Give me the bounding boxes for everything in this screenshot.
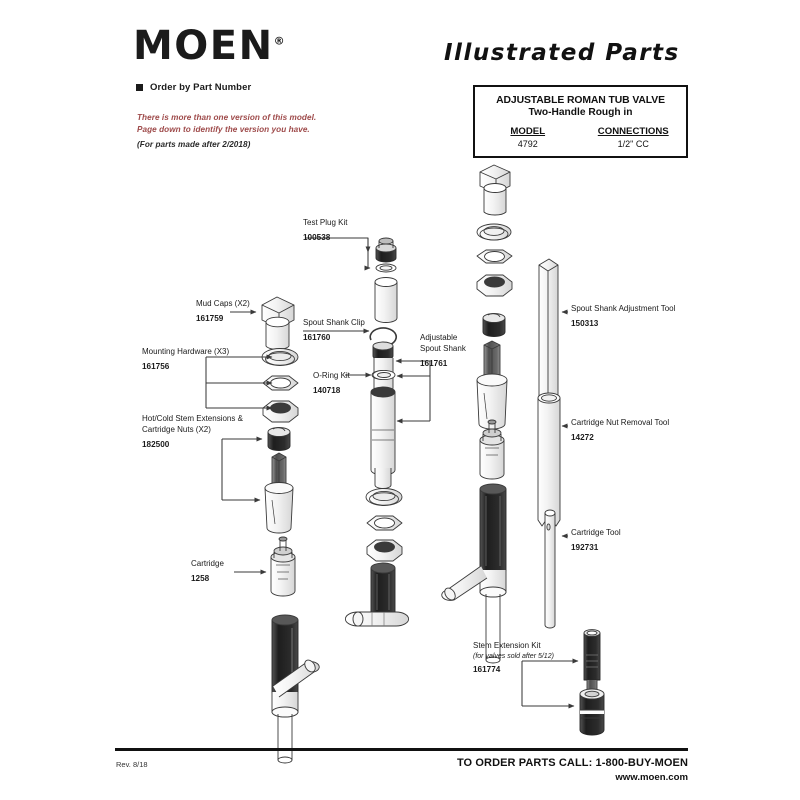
callout-o-ring-kit: O-Ring Kit 140718 — [313, 371, 350, 396]
version-notice-line2: Page down to identify the version you ha… — [137, 124, 310, 134]
callout-cartridge-number: 1258 — [191, 573, 210, 583]
art-spout-shank-adjustment-tool — [538, 258, 559, 409]
callout-stem-extensions-nuts-name: Hot/Cold Stem Extensions & — [142, 414, 243, 423]
callout-o-ring-kit-name: O-Ring Kit — [313, 371, 350, 380]
callout-cartridge-name: Cartridge — [191, 559, 224, 568]
product-name-line2: Two-Handle Rough in — [528, 107, 633, 118]
callout-stem-extension-kit-number: 161774 — [473, 665, 501, 675]
callout-mounting-hardware: Mounting Hardware (X3) 161756 — [142, 347, 229, 372]
footer-divider — [115, 748, 688, 751]
art-stem-extension-kit-parts — [579, 629, 605, 736]
connections-column: CONNECTIONS 1/2" CC — [581, 126, 687, 149]
version-notice-sub: (For parts made after 2/2018) — [137, 140, 251, 149]
moen-logo: MOEN® — [133, 26, 285, 66]
callout-mud-caps-name: Mud Caps (X2) — [196, 299, 250, 308]
callout-spout-shank-adjustment-tool-number: 150313 — [571, 318, 599, 328]
art-stem-extension-and-nut — [264, 427, 294, 534]
model-header: MODEL — [510, 126, 546, 137]
art-valve-body-right — [441, 483, 507, 664]
callout-test-plug-kit-name: Test Plug Kit — [303, 218, 348, 227]
art-mounting-hardware — [261, 348, 299, 423]
callout-mounting-hardware-number: 161756 — [142, 361, 170, 371]
callout-test-plug-kit-number: 100538 — [303, 232, 331, 242]
callout-adjustable-spout-shank: Adjustable Spout Shank 161761 — [420, 333, 466, 369]
art-test-plug-kit — [374, 237, 398, 323]
callout-mounting-hardware-name: Mounting Hardware (X3) — [142, 347, 230, 356]
callout-adjustable-spout-shank-name2: Spout Shank — [420, 343, 466, 353]
order-instruction-label: Order by Part Number — [150, 82, 252, 93]
callout-spout-shank-adjustment-tool: Spout Shank Adjustment Tool 150313 — [571, 304, 675, 329]
callout-stem-extensions-nuts: Hot/Cold Stem Extensions & Cartridge Nut… — [142, 414, 243, 450]
order-phone-label: TO ORDER PARTS CALL: 1-800-BUY-MOEN — [456, 757, 688, 769]
registered-trademark-icon: ® — [273, 34, 285, 48]
callout-stem-extensions-nuts-name2: Cartridge Nuts (X2) — [142, 424, 211, 434]
callout-stem-extension-kit-name: Stem Extension Kit — [473, 641, 541, 650]
callout-cartridge-nut-removal-tool: Cartridge Nut Removal Tool 14272 — [571, 418, 669, 443]
callout-cartridge-tool: Cartridge Tool 192731 — [571, 528, 621, 553]
art-right-stem-and-cartridge — [476, 340, 508, 480]
version-notice: There is more than one version of this m… — [137, 112, 316, 136]
section-title: Illustrated Parts — [444, 40, 680, 66]
art-center-lower-hardware — [365, 369, 403, 562]
connections-value: 1/2" CC — [617, 139, 649, 149]
art-cartridge-tool — [544, 509, 556, 629]
callout-cartridge-nut-removal-tool-name: Cartridge Nut Removal Tool — [571, 418, 670, 427]
art-spout-shank-assembly — [369, 327, 398, 489]
callout-adjustable-spout-shank-name: Adjustable — [420, 333, 458, 342]
order-instruction: Order by Part Number — [136, 82, 251, 93]
version-notice-line1: There is more than one version of this m… — [137, 113, 317, 122]
brand-wordmark: MOEN — [133, 23, 274, 69]
connections-header: CONNECTIONS — [597, 126, 669, 137]
square-bullet-icon — [136, 84, 143, 91]
product-name-line1: ADJUSTABLE ROMAN TUB VALVE — [496, 95, 665, 106]
website-label: www.moen.com — [615, 772, 688, 783]
callout-spout-shank-clip-name: Spout Shank Clip — [303, 318, 365, 327]
callout-test-plug-kit: Test Plug Kit 100538 — [303, 218, 347, 243]
art-cartridge-nut-removal-tool — [537, 392, 561, 527]
art-valve-body-bottom-left — [271, 614, 320, 764]
callout-cartridge: Cartridge 1258 — [191, 559, 224, 584]
callout-stem-extensions-nuts-number: 182500 — [142, 439, 170, 449]
callout-mud-caps: Mud Caps (X2) 161759 — [196, 299, 250, 324]
callout-cartridge-nut-removal-tool-number: 14272 — [571, 432, 594, 442]
revision-label: Rev. 8/18 — [116, 760, 148, 769]
callout-spout-shank-clip: Spout Shank Clip 161760 — [303, 318, 365, 343]
model-value: 4792 — [517, 139, 538, 149]
callout-cartridge-tool-name: Cartridge Tool — [571, 528, 621, 537]
art-valve-body-left — [344, 562, 410, 627]
callout-mud-caps-number: 161759 — [196, 313, 224, 323]
callout-stem-extension-kit: Stem Extension Kit (for valves sold afte… — [473, 641, 554, 675]
title-block: ADJUSTABLE ROMAN TUB VALVE Two-Handle Ro… — [473, 85, 688, 158]
callout-o-ring-kit-number: 140718 — [313, 385, 341, 395]
callout-adjustable-spout-shank-number: 161761 — [420, 358, 448, 368]
art-cartridge — [270, 536, 296, 597]
model-column: MODEL 4792 — [475, 126, 581, 149]
art-top-center-stack — [476, 164, 513, 337]
callout-stem-extension-kit-note: (for valves sold after 5/12) — [473, 652, 554, 660]
callout-spout-shank-clip-number: 161760 — [303, 332, 331, 342]
callout-cartridge-tool-number: 192731 — [571, 542, 599, 552]
callout-spout-shank-adjustment-tool-name: Spout Shank Adjustment Tool — [571, 304, 676, 313]
art-mud-cap — [261, 296, 295, 350]
